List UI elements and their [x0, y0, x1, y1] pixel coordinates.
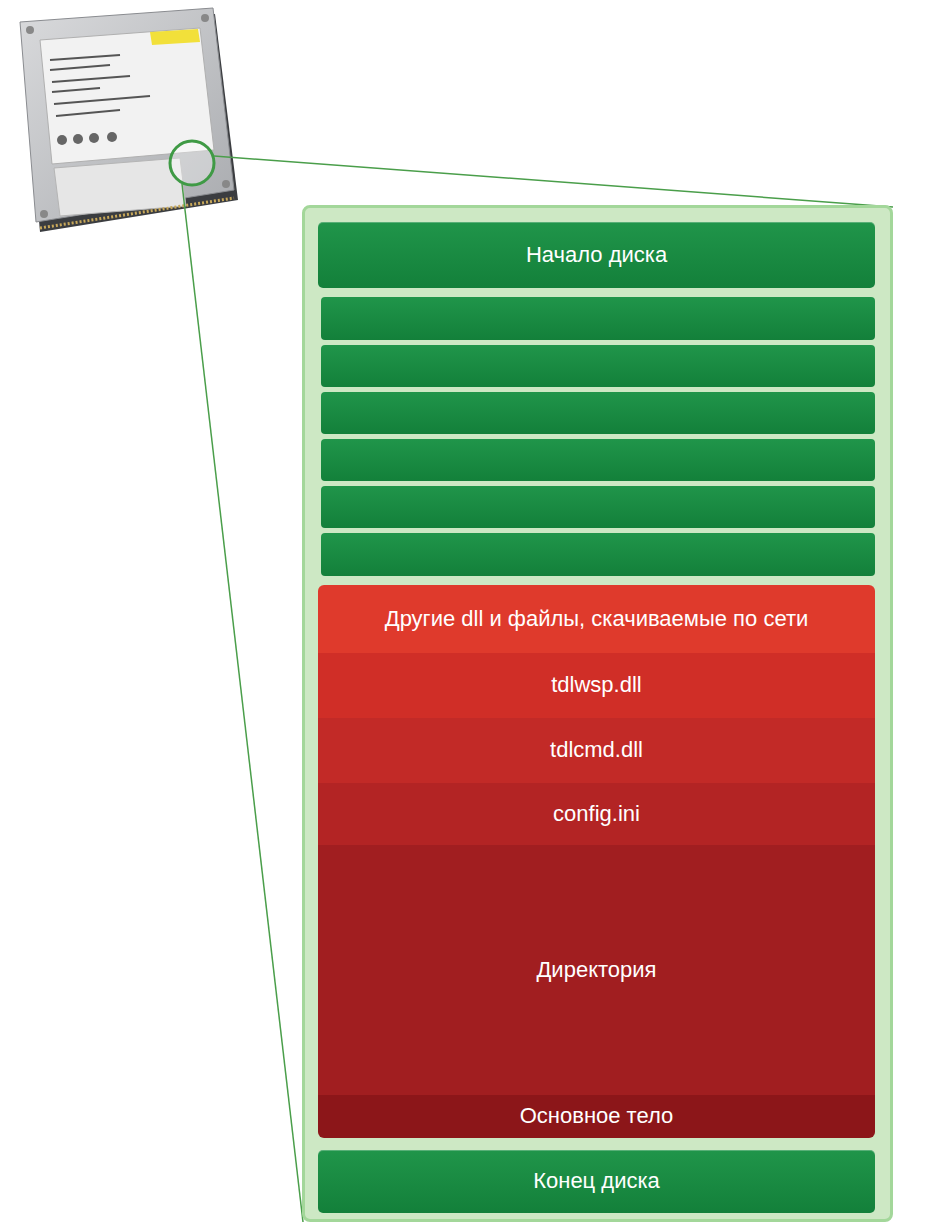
- empty-sector: [321, 439, 875, 481]
- band-text-group: config.ini: [553, 801, 640, 827]
- empty-sector: [321, 345, 875, 387]
- band-text-group: tdlwsp.dll: [551, 672, 641, 698]
- band-text-group: Основное тело: [520, 1103, 674, 1129]
- band-label: tdlwsp.dll: [551, 672, 641, 698]
- rootkit-body-band: Основное тело: [318, 1095, 875, 1138]
- band-text-group: Начало диска: [526, 242, 667, 268]
- rootkit-file-band: config.ini: [318, 783, 875, 845]
- empty-sector: [321, 297, 875, 340]
- band-text-group: Конец диска: [533, 1168, 660, 1194]
- band-text-group: Директория: [536, 957, 656, 983]
- band-label: config.ini: [553, 801, 640, 827]
- disk-end-band: Конец диска: [318, 1150, 875, 1213]
- disk-start-band: Начало диска: [318, 222, 875, 288]
- rootkit-file-band: Другие dll и файлы, скачиваемые по сети: [318, 585, 875, 653]
- empty-sector: [321, 486, 875, 528]
- empty-sector: [321, 533, 875, 576]
- band-label: tdlcmd.dll: [550, 737, 643, 763]
- band-text-group: tdlcmd.dll: [550, 737, 643, 763]
- rootkit-directory-band: Директория: [318, 845, 875, 1095]
- empty-sector: [321, 392, 875, 434]
- band-label: Конец диска: [533, 1168, 660, 1194]
- band-label: Начало диска: [526, 242, 667, 268]
- band-label: Директория: [536, 957, 656, 983]
- band-text-group: Другие dll и файлы, скачиваемые по сети: [385, 606, 809, 632]
- rootkit-file-band: tdlwsp.dll: [318, 653, 875, 718]
- rootkit-file-band: tdlcmd.dll: [318, 718, 875, 783]
- band-label: Основное тело: [520, 1103, 674, 1129]
- band-label: Другие dll и файлы, скачиваемые по сети: [385, 606, 809, 632]
